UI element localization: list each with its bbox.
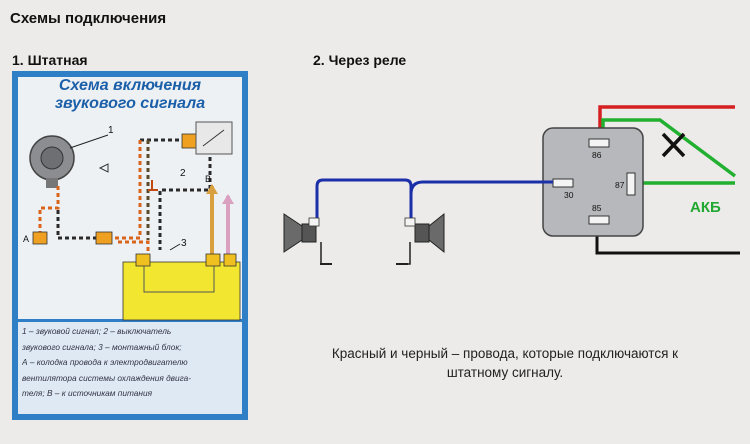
scheme-legend: 1 – звуковой сигнал; 2 – выключатель зву… — [18, 322, 242, 414]
scheme-title-line2: звукового сигнала — [54, 95, 206, 112]
page-title: Схемы подключения — [10, 10, 167, 27]
caption: Красный и черный – провода, которые подк… — [270, 344, 740, 382]
legend-line: вентилятора системы охлаждения двига- — [22, 372, 191, 383]
legend-line: 1 – звуковой сигнал; 2 – выключатель — [22, 326, 172, 336]
standard-scheme-drawing: 1 А 2 В 3 — [23, 121, 241, 321]
legend-line: теля; В – к источникам питания — [22, 388, 152, 398]
ground-icon — [148, 180, 158, 191]
pin-87-label: 87 — [615, 180, 625, 190]
cross-icon — [661, 132, 686, 158]
section-label-relay: 2. Через реле — [313, 52, 407, 68]
connector-mid — [95, 231, 113, 245]
pin-85-label: 85 — [592, 203, 602, 213]
callout-line-1 — [69, 134, 109, 149]
sound-icon — [98, 163, 109, 173]
pin-86-label: 86 — [592, 150, 602, 160]
green-wire-top — [601, 118, 737, 178]
legend-line: А – колодка провода к электродвигателю — [22, 357, 188, 367]
blue-wire-horns — [315, 178, 413, 220]
label-B: В — [205, 174, 211, 184]
horn-switch — [195, 121, 233, 155]
horn-icon — [29, 135, 75, 188]
callout-3: 3 — [181, 238, 187, 249]
pin-85 — [588, 215, 610, 225]
pin-86 — [588, 138, 610, 148]
horn-speaker-right-icon — [396, 212, 445, 265]
pin-30-label: 30 — [564, 190, 574, 200]
connector-switch — [181, 133, 197, 149]
pin-87 — [626, 172, 636, 196]
callout-1: 1 — [108, 125, 114, 136]
mounting-block — [122, 261, 241, 321]
blue-wire-relay — [409, 180, 553, 195]
akb-label: АКБ — [690, 199, 721, 216]
relay-scheme-drawing: 86 30 87 85 АКБ — [283, 105, 740, 265]
pin-30 — [552, 178, 574, 188]
arrow-up-icon — [206, 184, 218, 194]
caption-line2: штатному сигналу. — [446, 365, 564, 380]
arrow-up-icon-2 — [222, 194, 234, 204]
connector-A — [32, 231, 48, 245]
caption-line1: Красный и черный – провода, которые подк… — [331, 346, 679, 361]
label-A: А — [23, 234, 29, 244]
legend-line: звукового сигнала; 3 – монтажный блок; — [22, 341, 182, 352]
section-label-standard: 1. Штатная — [12, 52, 88, 68]
horn-speaker-left-icon — [283, 213, 332, 265]
scheme-title-line1: Схема включения — [58, 77, 202, 94]
scheme-title: Схема включения звукового сигнала — [18, 77, 242, 113]
callout-2: 2 — [180, 168, 186, 179]
red-wire — [598, 105, 735, 130]
